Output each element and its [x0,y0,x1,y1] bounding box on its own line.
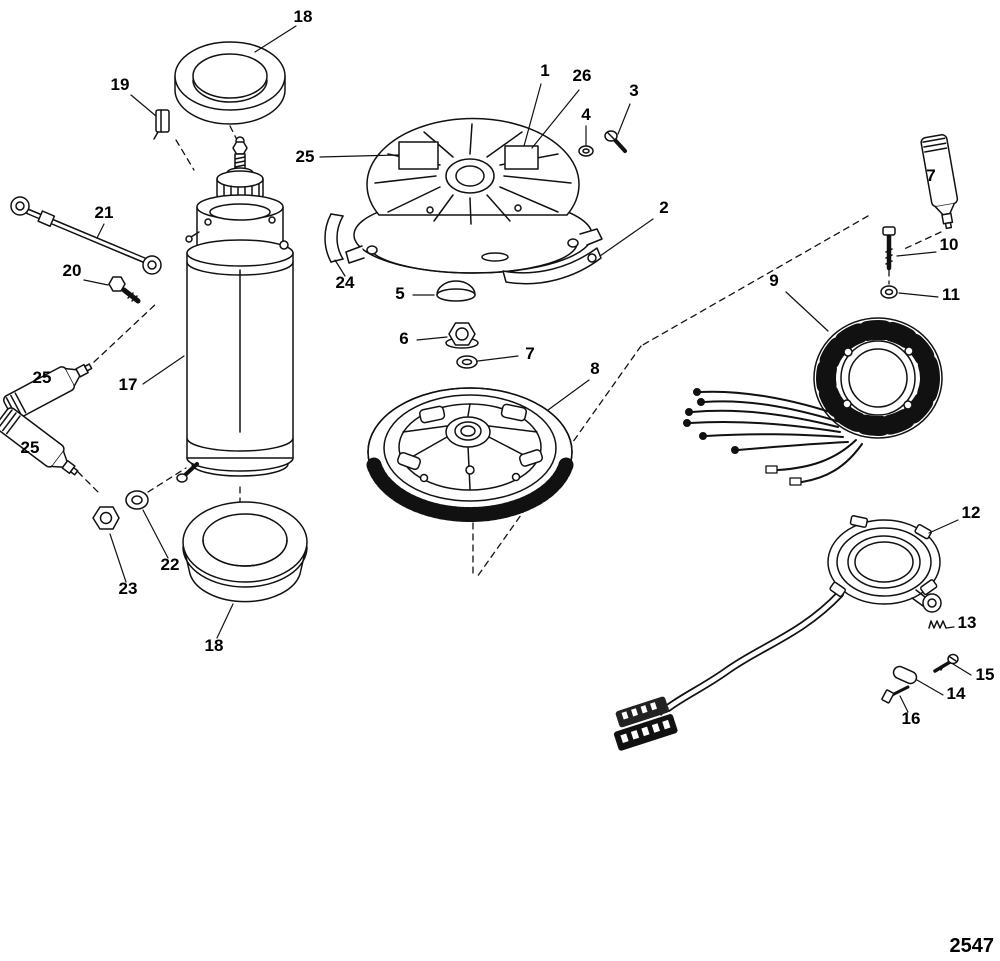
callout-21: 21 [95,203,114,222]
sealant-tube-lower-left [0,405,86,484]
link-spring [928,620,947,629]
cover-screw-washer [578,145,594,157]
callout-18-bottom: 18 [205,636,224,655]
callout-19: 19 [111,75,130,94]
callout-1: 1 [540,61,549,80]
callout-11: 11 [942,285,960,304]
callout-15: 15 [976,665,995,684]
callout-25-tube-upper: 25 [33,368,52,387]
callout-10: 10 [940,235,959,254]
callout-12: 12 [962,503,981,522]
callout-20: 20 [63,261,82,280]
callout-3: 3 [629,81,638,100]
hex-nut-lower [92,506,120,530]
callout-7-tube: 7 [926,166,935,185]
flywheel-ring-top [174,41,286,125]
cover-screw [604,130,627,153]
stator-wires [683,388,863,486]
callout-14: 14 [947,684,966,703]
callout-18-top: 18 [294,7,313,26]
callout-7-washer: 7 [525,344,534,363]
callout-17: 17 [119,375,138,394]
retainer-clip [153,109,170,140]
callout-22: 22 [161,555,180,574]
callout-16: 16 [902,709,921,728]
cover-decal-left [398,141,439,170]
callout-24: 24 [336,273,355,292]
callout-8: 8 [590,359,599,378]
mount-bolt [108,276,141,304]
link-sleeve [892,665,918,685]
callout-23: 23 [119,579,138,598]
stator-bolt [882,226,896,271]
assembly-dashed-lines [77,125,942,578]
starter-motor [176,136,294,483]
flywheel-ring-bottom [182,501,308,603]
stator [683,317,943,486]
callout-26: 26 [573,66,592,85]
callout-4: 4 [581,105,591,124]
center-cap [436,280,476,302]
cover-decal-right [504,145,539,170]
callout-2: 2 [659,198,668,217]
leader-lines [83,25,972,713]
callout-9: 9 [769,271,778,290]
link-screw [933,653,959,673]
stator-bolt-washer [880,285,898,299]
callout-25-tube-lower: 25 [21,438,40,457]
cover-bracket [502,247,602,285]
flywheel [366,387,574,522]
callout-5: 5 [395,284,404,303]
cover-seal-strip [324,213,344,263]
link-bolt [881,685,910,704]
crankshaft-nut [445,322,479,349]
starter-cable-link [10,196,162,275]
trigger-assembly [613,515,942,751]
lock-washer [125,490,149,510]
flywheel-cover [345,117,603,274]
callout-6: 6 [399,329,408,348]
crankshaft-washer [456,355,478,369]
callout-13: 13 [958,613,977,632]
trigger-connector [613,696,678,751]
page-number: 2547 [950,935,995,957]
callout-25-decal: 25 [296,147,315,166]
